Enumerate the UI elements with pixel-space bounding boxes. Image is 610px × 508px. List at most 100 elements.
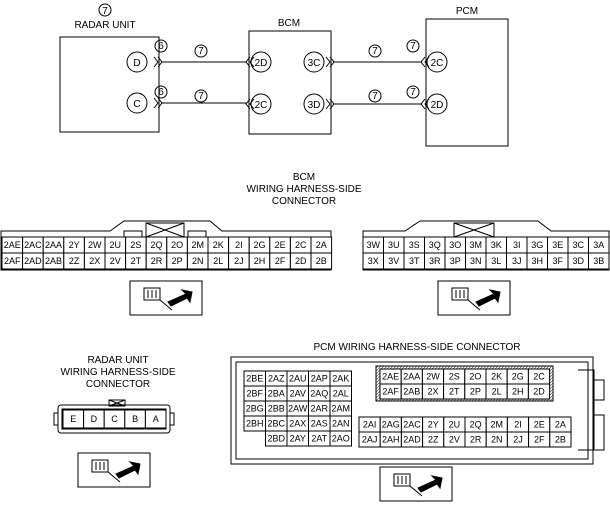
pin-label: 2L (213, 256, 223, 266)
pin-label: 2F (534, 435, 545, 445)
pin-label: 3L (491, 256, 501, 266)
pin-label: 2AJ (362, 435, 378, 445)
pin-label: 2D (533, 387, 545, 397)
wire-badge (368, 44, 382, 58)
pin-label: 2BG (246, 404, 264, 414)
pin-label: 2O (469, 372, 481, 382)
pin-label: 2AX (289, 419, 306, 429)
pin-label: 2D (255, 58, 268, 69)
pin-label: 2AN (332, 419, 350, 429)
pin-label: E (70, 414, 76, 424)
pin-label: 2G (512, 372, 524, 382)
pcm-connector-title: PCM WIRING HARNESS-SIDE CONNECTOR (313, 342, 520, 353)
pin-label: D (133, 58, 140, 69)
pin-label: 2BF (246, 389, 263, 399)
pin-label: 2L (492, 387, 502, 397)
pin-label: A (153, 414, 159, 424)
bcm-box (248, 30, 332, 135)
pin-label: 2T (131, 256, 142, 266)
pin-label: 2AG (382, 420, 400, 430)
pin-label: 3E (552, 240, 563, 250)
plug-icon (379, 466, 453, 502)
wire-number: 7 (410, 87, 416, 98)
pin-label: 3N (470, 256, 482, 266)
schematic-labels: 7 RADAR UNIT BCM PCM 6 6 7 7 7 7 7 7 D C… (74, 6, 478, 111)
pin-label: 2AR (310, 404, 328, 414)
pin-label: 2S (130, 240, 141, 250)
pin-label: 2M (491, 420, 504, 430)
title-line: CONNECTOR (86, 379, 150, 390)
pin-label: 2K (491, 372, 502, 382)
pin-label: 3S (409, 240, 420, 250)
pin-label: 3J (512, 256, 522, 266)
bcm-pin-3c (303, 51, 325, 73)
pin-label: 2K (213, 240, 224, 250)
pin-label: 2AP (311, 374, 328, 384)
pin-label: 2AB (403, 387, 420, 397)
pcm-pin-2d (426, 93, 448, 115)
pin-label: 2N (491, 435, 503, 445)
pin-label: 2BC (267, 419, 285, 429)
pin-label: 2M (191, 240, 204, 250)
pin-label: 2AI (363, 420, 377, 430)
pin-label: 2AO (332, 434, 350, 444)
pin-label: 2F (275, 256, 286, 266)
pin-label: 3K (491, 240, 502, 250)
pin-label: 2BH (246, 419, 264, 429)
bcm-pin-2d (250, 51, 272, 73)
wire-badge (194, 89, 208, 103)
pin-label: 2I (514, 420, 522, 430)
pin-label: 2AZ (268, 374, 285, 384)
pin-label: 3Q (429, 240, 441, 250)
pin-label: 2AA (45, 240, 62, 250)
pin-label: 3F (552, 256, 563, 266)
pin-label: 2D (431, 100, 444, 111)
pin-label: 2S (449, 372, 460, 382)
pin-label: 2P (172, 256, 183, 266)
pin-label: 2AV (290, 389, 306, 399)
bcm-title: BCM (278, 18, 300, 29)
pin-label: 2X (427, 387, 438, 397)
pin-label: 2C (255, 100, 268, 111)
pin-label: 2U (449, 420, 461, 430)
pin-label: 2AC (403, 420, 421, 430)
wire-number: 6 (158, 41, 164, 52)
pin-label: C (133, 99, 140, 110)
wire-badge (406, 85, 420, 99)
title-line: WIRING HARNESS-SIDE (60, 367, 175, 378)
bcm-pin-3d (303, 93, 325, 115)
pin-label: 2BA (268, 389, 285, 399)
pin-label: 2BD (267, 434, 285, 444)
title-line: RADAR UNIT (87, 355, 148, 366)
wire-badge (154, 85, 168, 99)
pin-label: 2Q (150, 240, 162, 250)
pin-label: 2Y (428, 420, 439, 430)
radar-pin-c (126, 92, 148, 114)
pin-label: 3G (531, 240, 543, 250)
pin-label: 3X (368, 256, 379, 266)
title-line: WIRING HARNESS-SIDE (246, 184, 361, 195)
connector-chevrons (153, 56, 430, 110)
pin-label: 2U (110, 240, 122, 250)
pin-label: 2AD (403, 435, 421, 445)
wire-badge (154, 39, 168, 53)
pin-label: 2E (534, 420, 545, 430)
radar-unit-box (59, 36, 160, 133)
pin-cell (329, 430, 352, 447)
wire-number: 6 (158, 87, 164, 98)
pin-label: 3H (531, 256, 543, 266)
pin-label: 2AT (311, 434, 327, 444)
plug-icon (437, 280, 511, 316)
pin-label: 3D (572, 256, 584, 266)
pin-label: 3C (308, 58, 321, 69)
pin-label: 3T (409, 256, 420, 266)
pin-label: 2P (470, 387, 481, 397)
wire-number: 7 (198, 46, 204, 57)
pin-label: 2AQ (310, 389, 328, 399)
pin-label: 3I (513, 240, 521, 250)
pin-label: 3B (593, 256, 604, 266)
wire-badge (194, 44, 208, 58)
